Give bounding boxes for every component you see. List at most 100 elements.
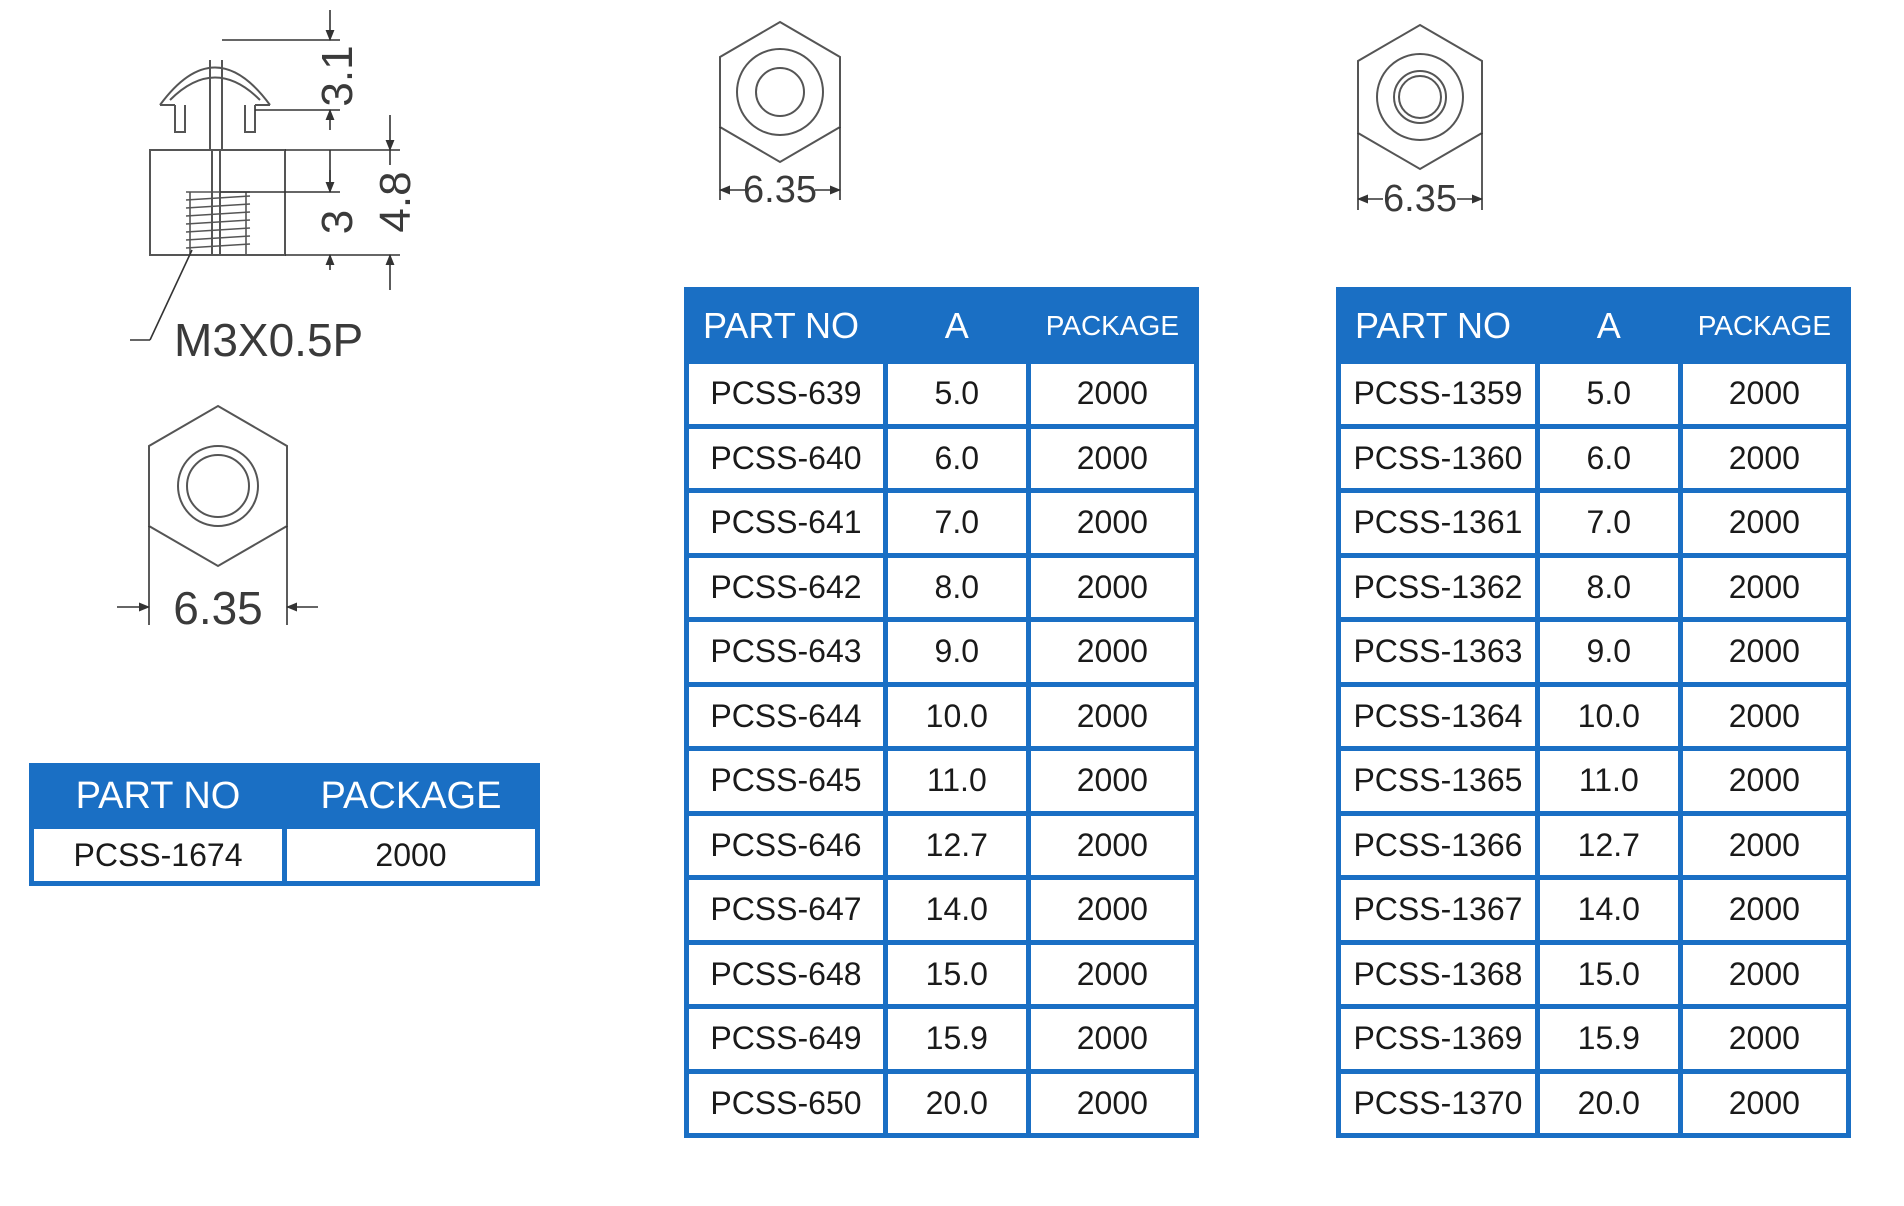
cell-a: 9.0 <box>882 617 1031 687</box>
cell-a: 12.7 <box>1534 810 1683 880</box>
cell-a: 15.0 <box>882 939 1031 1009</box>
cell-a: 5.0 <box>882 359 1031 429</box>
cell-package: 2000 <box>282 824 540 886</box>
side-view-dimensions <box>130 10 400 341</box>
cell-a: 14.0 <box>882 875 1031 945</box>
cell-package: 2000 <box>1025 359 1200 429</box>
cell-a: 5.0 <box>1534 359 1683 429</box>
cell-package: 2000 <box>1025 810 1200 880</box>
cell-part-no: PCSS-649 <box>684 1004 888 1074</box>
cell-package: 2000 <box>1677 810 1852 880</box>
cell-a: 14.0 <box>1534 875 1683 945</box>
cell-a: 6.0 <box>882 423 1031 493</box>
cell-part-no: PCSS-1361 <box>1336 488 1540 558</box>
cell-a: 8.0 <box>1534 552 1683 622</box>
cell-package: 2000 <box>1025 617 1200 687</box>
cell-part-no: PCSS-1364 <box>1336 681 1540 751</box>
cell-part-no: PCSS-1369 <box>1336 1004 1540 1074</box>
cell-a: 7.0 <box>1534 488 1683 558</box>
cell-a: 8.0 <box>882 552 1031 622</box>
cell-package: 2000 <box>1677 746 1852 816</box>
thread-label: M3X0.5P <box>174 314 363 366</box>
cell-package: 2000 <box>1025 875 1200 945</box>
cell-part-no: PCSS-1362 <box>1336 552 1540 622</box>
cell-part-no: PCSS-643 <box>684 617 888 687</box>
header-part-no: PART NO <box>684 289 888 362</box>
cell-package: 2000 <box>1025 1068 1200 1138</box>
dim-hex-width-right: 6.35 <box>1383 178 1457 220</box>
cell-part-no: PCSS-646 <box>684 810 888 880</box>
cell-part-no: PCSS-1368 <box>1336 939 1540 1009</box>
cell-part-no: PCSS-1359 <box>1336 359 1540 429</box>
cell-part-no: PCSS-1365 <box>1336 746 1540 816</box>
cell-a: 15.9 <box>882 1004 1031 1074</box>
cell-package: 2000 <box>1677 681 1852 751</box>
cell-part-no: PCSS-1370 <box>1336 1068 1540 1138</box>
cell-part-no: PCSS-648 <box>684 939 888 1009</box>
header-package: PACKAGE <box>282 765 540 827</box>
cell-part-no: PCSS-645 <box>684 746 888 816</box>
cell-part-no: PCSS-650 <box>684 1068 888 1138</box>
cell-a: 15.0 <box>1534 939 1683 1009</box>
cell-part-no: PCSS-1674 <box>29 824 287 886</box>
cell-a: 6.0 <box>1534 423 1683 493</box>
cell-package: 2000 <box>1025 423 1200 493</box>
cell-package: 2000 <box>1025 488 1200 558</box>
cell-part-no: PCSS-642 <box>684 552 888 622</box>
table-header-row: PART NO A PACKAGE <box>1336 289 1852 362</box>
cell-package: 2000 <box>1025 1004 1200 1074</box>
cell-part-no: PCSS-1363 <box>1336 617 1540 687</box>
cell-package: 2000 <box>1677 617 1852 687</box>
cell-package: 2000 <box>1677 939 1852 1009</box>
header-a: A <box>882 289 1031 362</box>
cell-part-no: PCSS-644 <box>684 681 888 751</box>
dim-cap-height: 3.1 <box>313 45 362 106</box>
cell-a: 7.0 <box>882 488 1031 558</box>
cell-a: 9.0 <box>1534 617 1683 687</box>
cell-package: 2000 <box>1025 939 1200 1009</box>
header-package: PACKAGE <box>1025 289 1200 362</box>
table-row: PCSS-1674 2000 <box>29 824 540 886</box>
cell-a: 12.7 <box>882 810 1031 880</box>
cell-part-no: PCSS-1367 <box>1336 875 1540 945</box>
hex-view-right <box>1356 23 1484 210</box>
cell-package: 2000 <box>1677 488 1852 558</box>
cell-part-no: PCSS-1360 <box>1336 423 1540 493</box>
hex-view-left <box>117 404 318 625</box>
header-part-no: PART NO <box>1336 289 1540 362</box>
header-package: PACKAGE <box>1677 289 1852 362</box>
header-part-no: PART NO <box>29 765 287 827</box>
cell-a: 11.0 <box>882 746 1031 816</box>
cell-package: 2000 <box>1677 1004 1852 1074</box>
cell-a: 15.9 <box>1534 1004 1683 1074</box>
dim-hex-width-middle: 6.35 <box>743 169 817 211</box>
cell-package: 2000 <box>1677 359 1852 429</box>
cell-package: 2000 <box>1025 746 1200 816</box>
table-header-row: PART NO A PACKAGE <box>684 289 1200 362</box>
part-table-1: PART NO PACKAGE PCSS-1674 2000 <box>29 763 540 886</box>
cell-a: 10.0 <box>882 681 1031 751</box>
cell-part-no: PCSS-1366 <box>1336 810 1540 880</box>
cell-part-no: PCSS-641 <box>684 488 888 558</box>
